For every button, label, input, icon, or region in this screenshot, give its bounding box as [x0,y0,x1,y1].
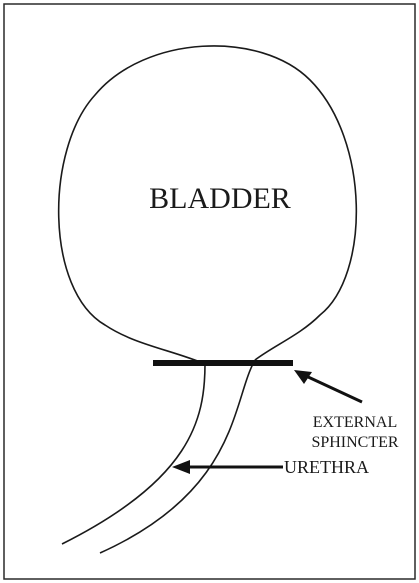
sphincter-arrow-shaft [306,376,362,402]
sphincter-label-line1: EXTERNAL [313,414,397,431]
bladder-label: BLADDER [149,182,291,215]
urethra-wall-left [62,364,205,544]
sphincter-label-line2: SPHINCTER [311,434,398,451]
diagram-frame [4,4,415,579]
urethra-arrow-head [172,460,190,474]
urethra-label: URETHRA [284,457,369,477]
